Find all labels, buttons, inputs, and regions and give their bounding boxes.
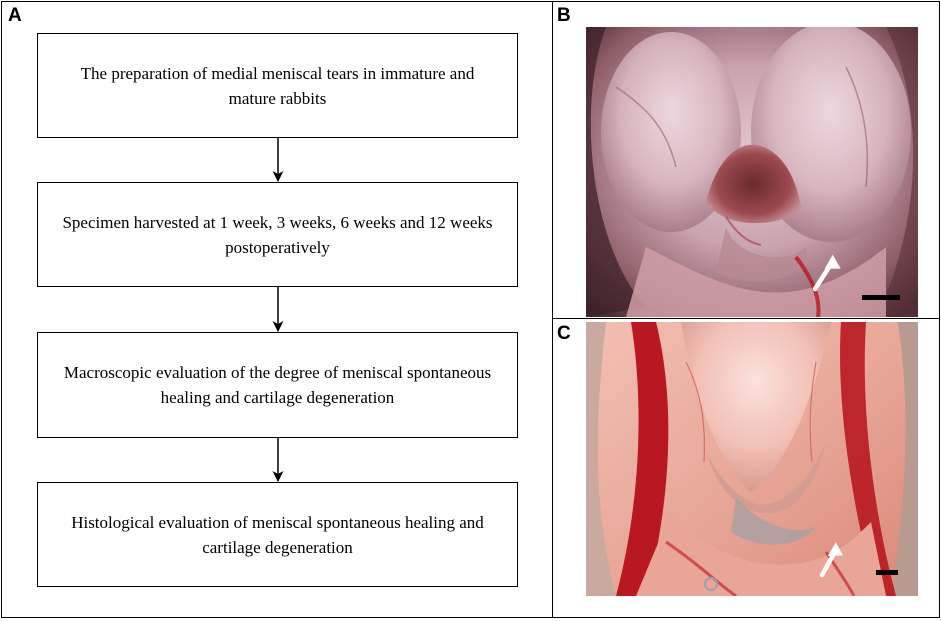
- panel-letter-b: B: [557, 5, 571, 26]
- flow-step-3: Macroscopic evaluation of the degree of …: [37, 332, 518, 438]
- flow-step-3-text: Macroscopic evaluation of the degree of …: [63, 363, 492, 407]
- flow-step-2: Specimen harvested at 1 week, 3 weeks, 6…: [37, 182, 518, 287]
- photo-c-image: [586, 322, 918, 596]
- photo-c-arrow-marker: [819, 542, 844, 578]
- photo-c: [586, 322, 918, 596]
- flow-step-4-text: Histological evaluation of meniscal spon…: [71, 512, 484, 557]
- panel-letter-c: C: [557, 323, 571, 344]
- flow-step-1: The preparation of medial meniscal tears…: [37, 33, 518, 138]
- flow-step-2-text: Specimen harvested at 1 week, 3 weeks, 6…: [62, 212, 493, 257]
- flow-step-4: Histological evaluation of meniscal spon…: [37, 482, 518, 587]
- panel-letter-a: A: [8, 5, 22, 26]
- photo-b: [586, 27, 918, 317]
- photo-b-scale-bar: [862, 295, 900, 300]
- photo-b-arrow-marker: [812, 254, 841, 292]
- flow-step-1-text: The preparation of medial meniscal tears…: [80, 63, 475, 108]
- photo-b-image: [586, 27, 918, 317]
- panel-bc-frame: [552, 1, 940, 618]
- photo-c-scale-bar: [876, 570, 898, 575]
- panel-divider: [552, 318, 940, 319]
